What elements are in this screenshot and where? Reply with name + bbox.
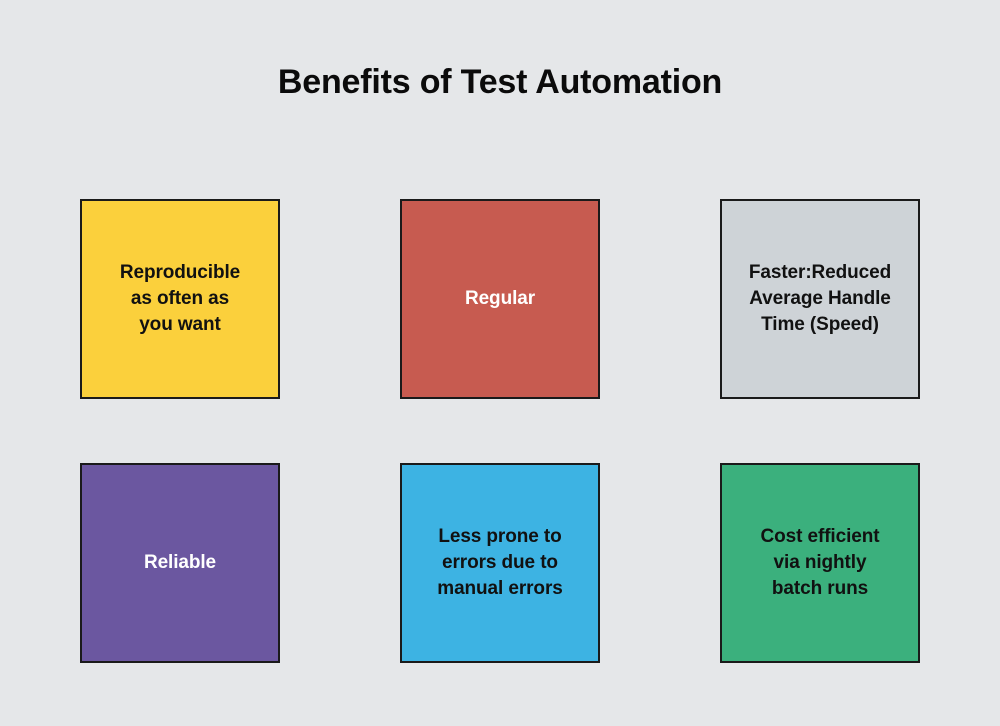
benefit-card-faster[interactable]: Faster:Reduced Average Handle Time (Spee…: [720, 199, 920, 399]
benefit-card-regular[interactable]: Regular: [400, 199, 600, 399]
benefit-card-label: Less prone to errors due to manual error…: [437, 526, 563, 599]
benefit-card-cost-efficient[interactable]: Cost efficient via nightly batch runs: [720, 463, 920, 663]
benefit-card-reliable[interactable]: Reliable: [80, 463, 280, 663]
benefit-card-label: Faster:Reduced Average Handle Time (Spee…: [748, 262, 892, 335]
benefit-card-less-prone-to-errors[interactable]: Less prone to errors due to manual error…: [400, 463, 600, 663]
benefit-card-label: Reproducible as often as you want: [119, 262, 241, 335]
benefit-card-reproducible[interactable]: Reproducible as often as you want: [80, 199, 280, 399]
benefit-card-label: Cost efficient via nightly batch runs: [760, 526, 880, 599]
benefit-card-label: Reliable: [143, 552, 217, 573]
benefits-grid: Reproducible as often as you want Regula…: [80, 199, 920, 663]
page-title: Benefits of Test Automation: [277, 63, 723, 101]
benefit-card-label: Regular: [464, 288, 536, 309]
